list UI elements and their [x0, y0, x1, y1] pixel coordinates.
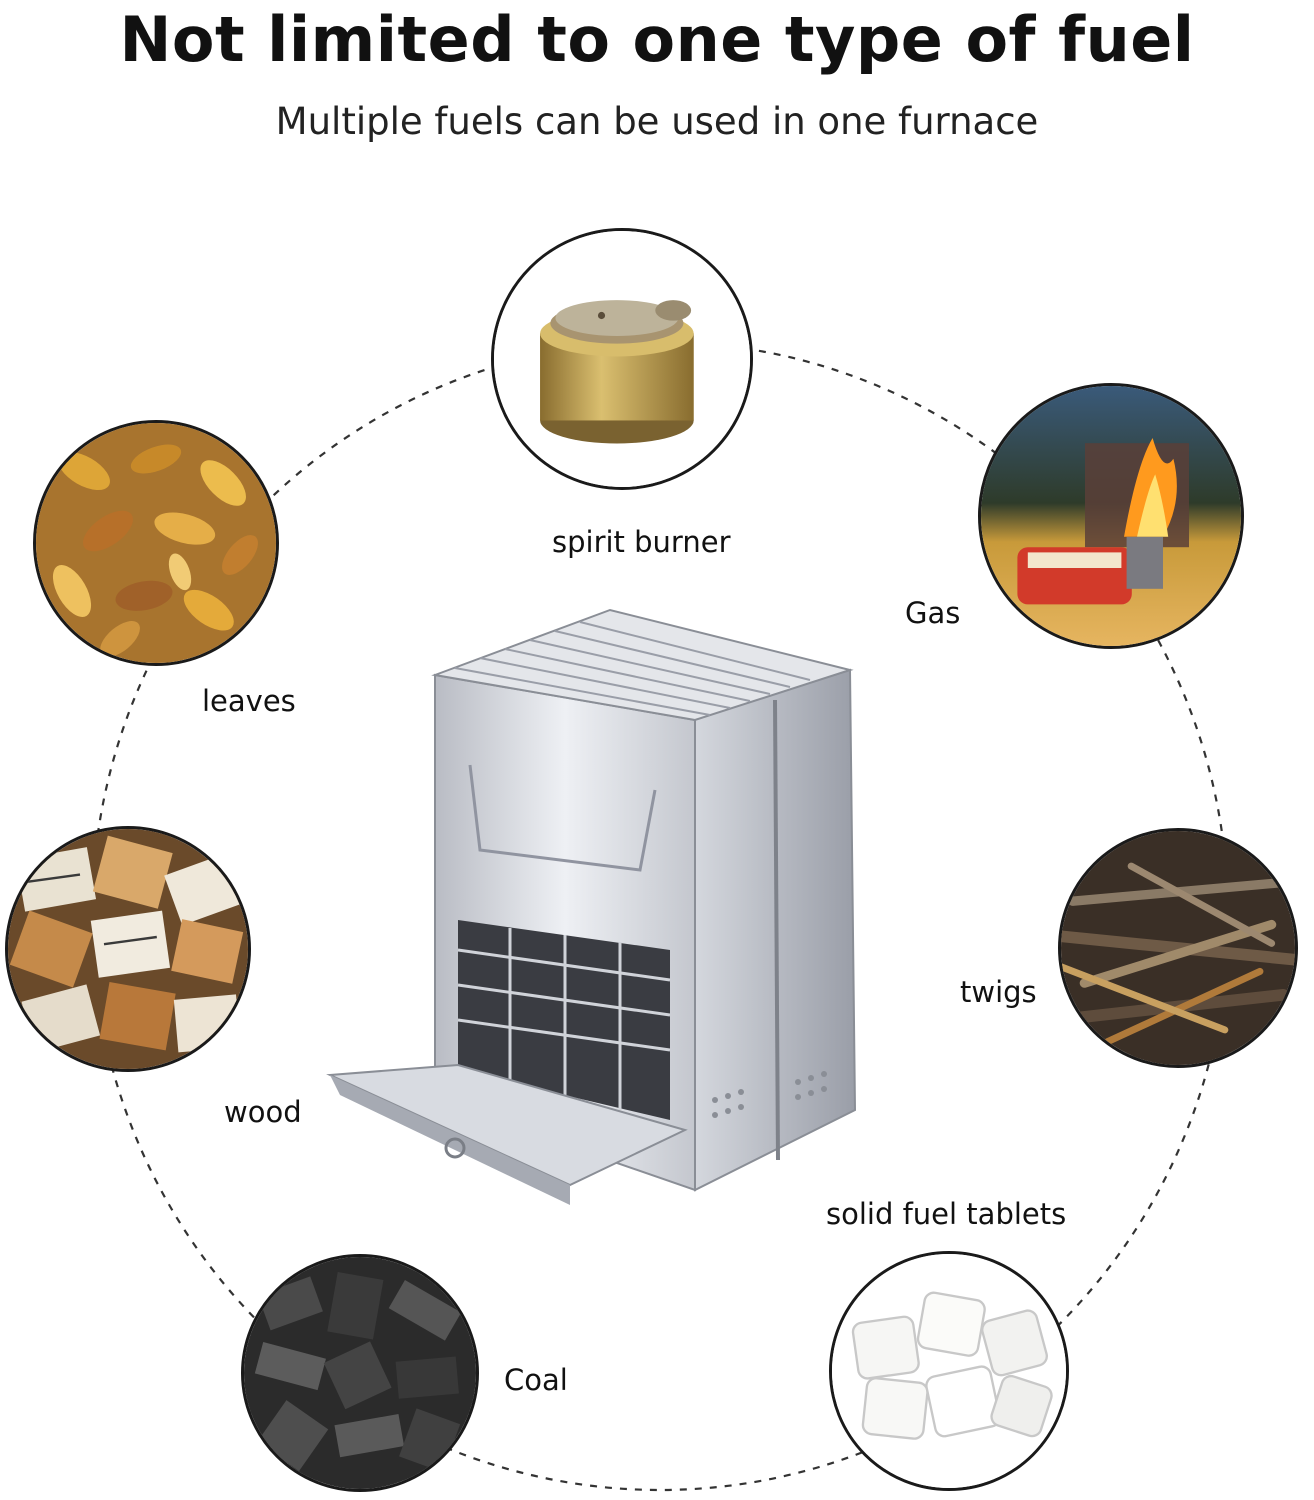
dry-leaves-icon	[33, 420, 279, 666]
firewood-icon	[5, 826, 251, 1072]
coal-label: Coal	[504, 1363, 568, 1397]
spirit-burner-label: spirit burner	[552, 525, 731, 559]
wood-label: wood	[224, 1095, 302, 1129]
solid-fuel-tablets-label: solid fuel tablets	[826, 1197, 1067, 1231]
twigs-icon	[1058, 828, 1298, 1068]
folding-stove-icon	[326, 608, 857, 1205]
spirit-burner-icon	[491, 228, 753, 490]
page-subtitle: Multiple fuels can be used in one furnac…	[275, 100, 1039, 143]
fuel-tablets-icon	[829, 1251, 1069, 1491]
gas-label: Gas	[905, 596, 961, 630]
leaves-label: leaves	[202, 684, 296, 718]
gas-canister-icon	[978, 383, 1244, 649]
page-title: Not limited to one type of fuel	[119, 3, 1195, 76]
charcoal-icon	[241, 1254, 479, 1492]
twigs-label: twigs	[960, 975, 1037, 1009]
